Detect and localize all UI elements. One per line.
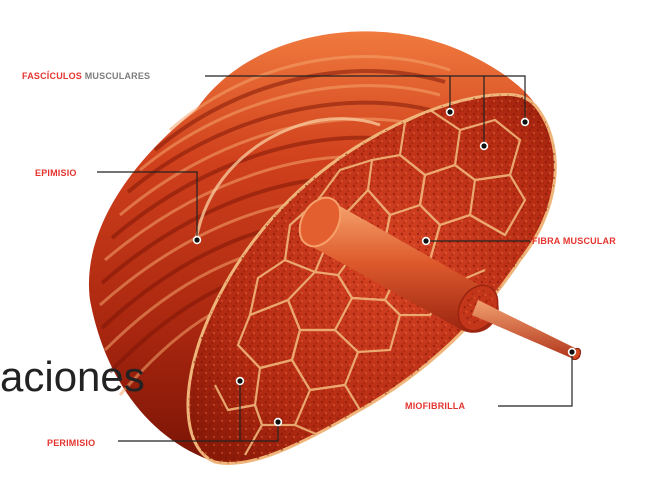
label-fasciculos-gray: MUSCULARES: [85, 71, 151, 81]
label-miofibrilla: MIOFIBRILLA: [405, 400, 465, 412]
dot-fasciculo-2: [480, 142, 488, 150]
dot-perimisio-2: [274, 418, 282, 426]
label-fasciculos-red: FASCÍCULOS: [22, 71, 82, 81]
myofibril: [472, 300, 582, 361]
label-miofibrilla-text: MIOFIBRILLA: [405, 401, 465, 411]
dot-miofibrilla: [568, 348, 576, 356]
dot-epimisio: [193, 236, 201, 244]
label-fasciculos-musculares: FASCÍCULOS MUSCULARES: [22, 70, 150, 82]
label-fibra-muscular: FIBRA MUSCULAR: [532, 235, 616, 247]
label-perimisio-text: PERIMISIO: [47, 438, 95, 448]
label-perimisio: PERIMISIO: [47, 437, 95, 449]
label-epimisio-text: EPIMISIO: [35, 168, 77, 178]
dot-fasciculo-3: [521, 118, 529, 126]
dot-perimisio-1: [236, 377, 244, 385]
dot-fibra: [422, 237, 430, 245]
label-epimisio: EPIMISIO: [35, 167, 77, 179]
dot-fasciculo-1: [446, 108, 454, 116]
slide-background-text: aciones: [0, 352, 145, 402]
label-fibra-text: FIBRA MUSCULAR: [532, 236, 616, 246]
